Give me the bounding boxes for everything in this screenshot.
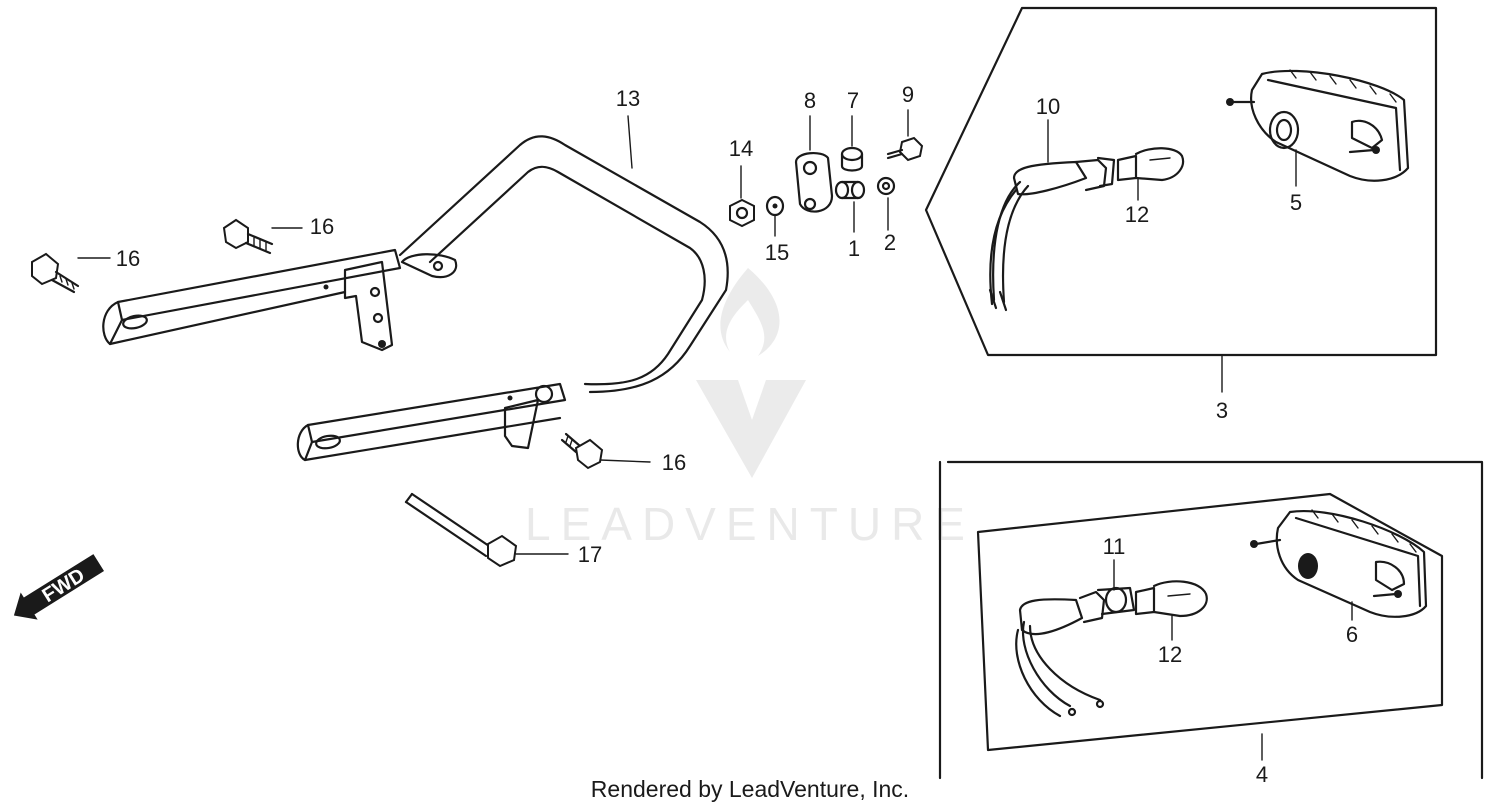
- part-12-bulb-upper: [1116, 147, 1185, 182]
- part-8-bracket: [794, 152, 834, 213]
- callout-11: 11: [1103, 534, 1126, 559]
- callout-16-lower: 16: [662, 450, 686, 475]
- callout-labels: 13 14 15 8 7 9 1 2 10 12 5 3 16 16 16 17…: [116, 82, 1358, 787]
- callout-10: 10: [1036, 94, 1060, 119]
- callout-7: 7: [847, 88, 859, 113]
- part-2-grommet: [876, 176, 896, 196]
- callout-5: 5: [1290, 190, 1302, 215]
- callout-12-lower: 12: [1158, 642, 1182, 667]
- part-15-washer: [765, 195, 785, 217]
- watermark-text: LEADVENTURE: [525, 498, 975, 550]
- part-5-tail-lamp-upper: [1226, 69, 1410, 182]
- callout-1: 1: [848, 236, 860, 261]
- part-13-bumper-frame: [102, 135, 729, 462]
- callout-12-upper: 12: [1125, 202, 1149, 227]
- part-10-socket-harness: [988, 156, 1116, 312]
- callout-14: 14: [729, 136, 753, 161]
- callout-9: 9: [902, 82, 914, 107]
- part-12-bulb-lower: [1134, 580, 1208, 618]
- callout-6: 6: [1346, 622, 1358, 647]
- leadventure-watermark-logo: [696, 268, 806, 478]
- fwd-arrow: FWD: [13, 554, 105, 620]
- part-16-bolt-upper: [222, 218, 274, 255]
- part-11-socket-harness: [1015, 586, 1136, 718]
- callout-16-upper: 16: [310, 214, 334, 239]
- part-6-tail-lamp-lower: [1250, 509, 1428, 618]
- part-1-spacer: [834, 180, 866, 200]
- part-7-collar: [840, 146, 864, 172]
- callout-17: 17: [578, 542, 602, 567]
- part-17-long-bolt: [404, 492, 518, 568]
- part-9-screw: [886, 136, 924, 162]
- part-3-lamp-assembly-frame: [924, 6, 1438, 393]
- callout-4: 4: [1256, 762, 1268, 787]
- callout-15: 15: [765, 240, 789, 265]
- callout-2: 2: [884, 230, 896, 255]
- callout-13: 13: [616, 86, 640, 111]
- part-14-nut: [729, 198, 755, 228]
- part-16-bolt-left: [31, 252, 80, 294]
- part-16-bolt-lower: [560, 432, 604, 470]
- callout-3: 3: [1216, 398, 1228, 423]
- callout-16-left: 16: [116, 246, 140, 271]
- leader-lines: [77, 109, 1353, 641]
- rendered-by-footer: Rendered by LeadVenture, Inc.: [590, 776, 910, 802]
- part-4-lamp-assembly-frame: [938, 460, 1484, 780]
- callout-8: 8: [804, 88, 816, 113]
